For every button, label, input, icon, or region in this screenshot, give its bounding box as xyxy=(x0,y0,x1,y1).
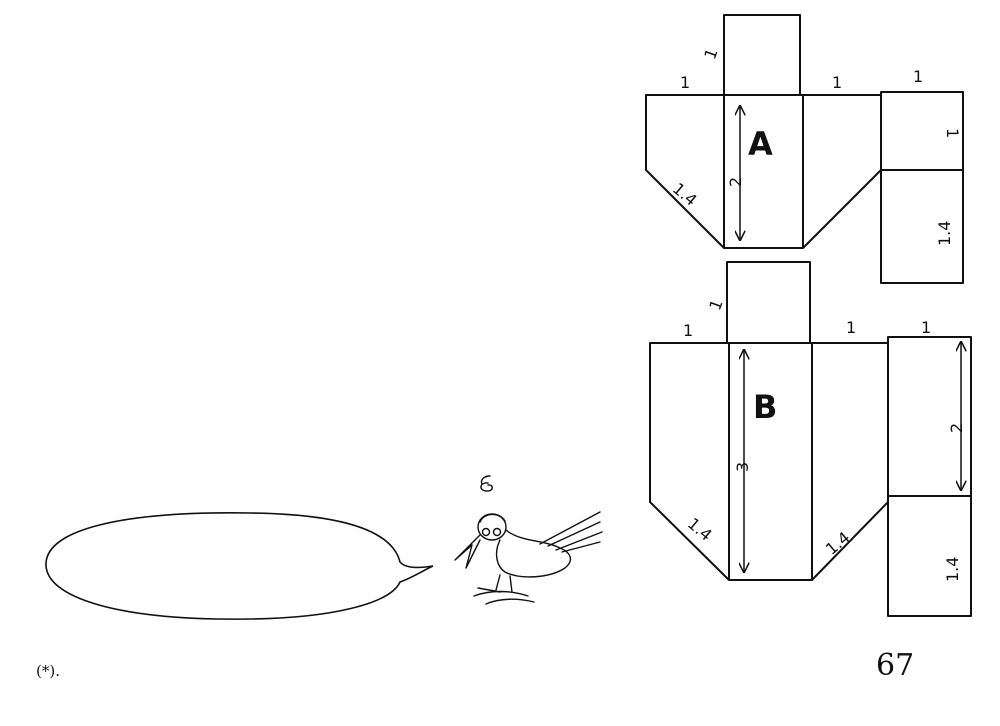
net-b-center-panel xyxy=(728,342,813,581)
page-number: 67 xyxy=(876,648,914,683)
net-b-top-square xyxy=(726,261,811,344)
speech-bubble xyxy=(45,512,434,620)
net-a-height: 2 xyxy=(726,177,745,187)
dizzy-swirl-icon xyxy=(480,475,493,492)
net-b-top-square-side: 1 xyxy=(705,297,726,313)
net-a-name: A xyxy=(748,125,773,163)
footnote-marker: (*). xyxy=(36,662,60,680)
net-a-side-lower: 1.4 xyxy=(935,221,954,246)
speech-bubble-outline xyxy=(45,512,434,620)
net-b-labels: B 1 1 1 1 2 1.4 1.4 1.4 3 xyxy=(683,297,966,582)
net-b-side-upper xyxy=(887,336,972,497)
net-b-side-panel-top: 1 xyxy=(921,318,931,337)
net-b-name: B xyxy=(753,388,777,426)
net-b-side-upper: 2 xyxy=(947,423,966,433)
net-a-side-square: 1 xyxy=(943,128,962,138)
net-b-side-lower: 1.4 xyxy=(943,557,962,582)
net-b-left-flap-top: 1 xyxy=(683,321,693,340)
net-b-side-lower xyxy=(887,495,972,617)
net-a-slant-left: 1.4 xyxy=(669,179,701,210)
net-a-left-flap-top: 1 xyxy=(680,73,690,92)
net-a-side-lower xyxy=(880,169,964,284)
net-a-top-square-side: 1 xyxy=(700,46,721,62)
net-b xyxy=(649,261,972,617)
net-a-top-square xyxy=(723,14,801,96)
net-b-right-flap-top: 1 xyxy=(846,318,856,337)
net-a-right-flap-top: 1 xyxy=(832,73,842,92)
net-b-height: 3 xyxy=(733,462,752,472)
net-a-right-flap xyxy=(802,94,882,249)
net-a xyxy=(645,14,964,284)
net-b-slant-right: 1.4 xyxy=(822,528,854,559)
net-a-labels: A 1 1 1 1 1 1.4 1.4 2 xyxy=(669,46,962,246)
net-b-left-flap xyxy=(649,342,730,581)
net-a-left-flap xyxy=(645,94,725,249)
bird-icon xyxy=(454,475,603,605)
net-a-center-panel xyxy=(723,94,804,249)
net-a-side-panel-top: 1 xyxy=(913,67,923,86)
